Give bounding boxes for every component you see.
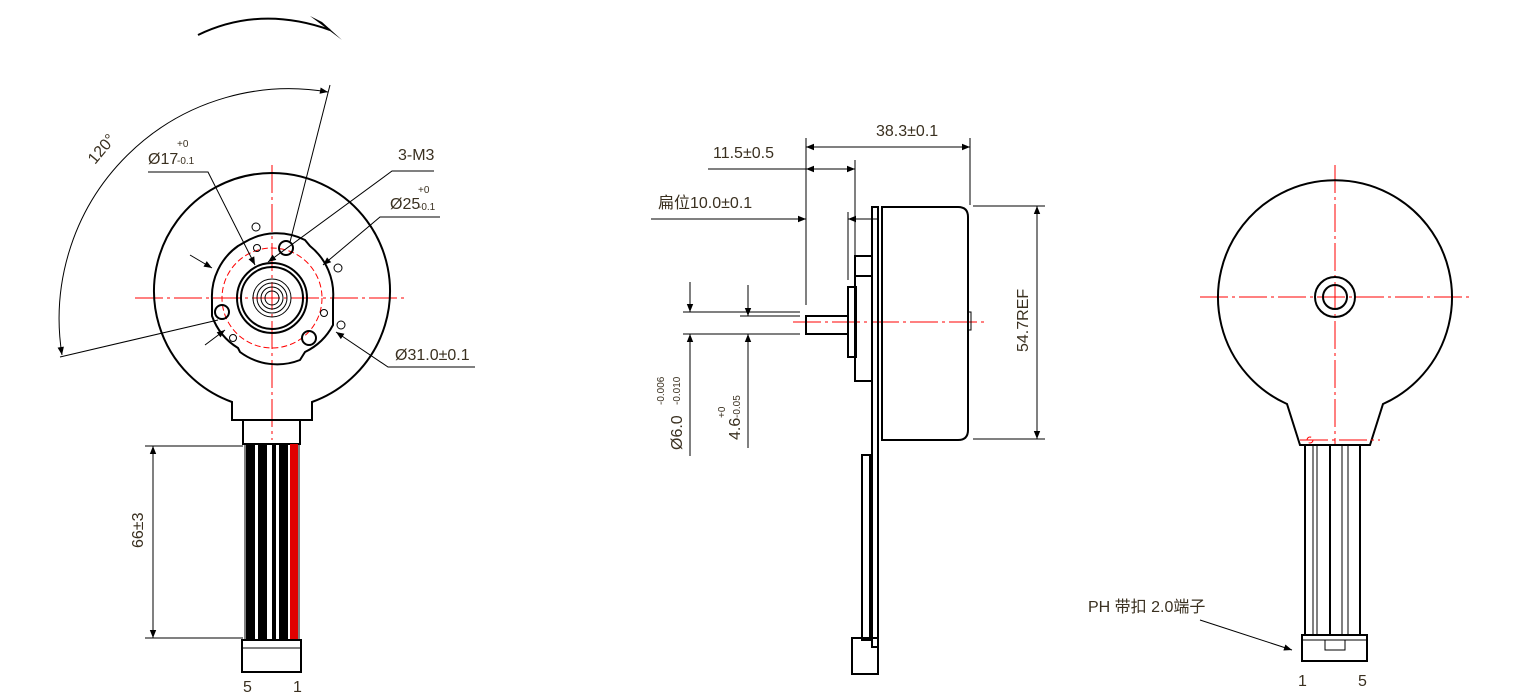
shaft (805, 315, 849, 335)
holes-label: 3-M3 (398, 147, 435, 164)
side-view: 38.3±0.1 11.5±0.5 扁位10.0±0.1 Ø6.0 -0.006… (651, 123, 1045, 675)
d17-label: Ø17 (148, 151, 178, 168)
flange (210, 232, 335, 366)
flat-dim-lower-tol: -0.05 (732, 395, 743, 418)
connector-label: PH 带扣 2.0端子 (1088, 598, 1205, 616)
back-outline (1217, 179, 1453, 446)
pin-label-1: 1 (293, 679, 302, 696)
shaft-dia-lower-tol: -0.010 (672, 376, 683, 405)
rotation-arrowhead-icon (310, 16, 342, 40)
back-pin-label-1: 1 (1298, 673, 1307, 690)
d17-upper-tol: +0 (177, 139, 189, 150)
motor-body (881, 206, 969, 441)
d25-label: Ø25 (390, 196, 420, 213)
d17-lower-tol: -0.1 (177, 156, 195, 167)
connector (242, 419, 301, 445)
front-view: 120° Ø17 +0 -0.1 3-M3 Ø25 +0 -0.1 Ø31.0±… (57, 16, 475, 696)
shaft-length-label: 11.5±0.5 (713, 145, 774, 162)
d25-upper-tol: +0 (418, 185, 430, 196)
terminal-connector (241, 639, 302, 673)
back-connector (1301, 634, 1368, 662)
flat-dim-upper-tol: +0 (717, 406, 728, 418)
back-lead-wires (1304, 445, 1361, 635)
pin-label-5: 5 (243, 679, 252, 696)
d25-lower-tol: -0.1 (418, 202, 436, 213)
back-view: PH 带扣 2.0端子 1 5 (1088, 165, 1470, 690)
flat-label: 扁位10.0±0.1 (658, 194, 752, 212)
shaft-dia-upper-tol: -0.006 (656, 376, 667, 405)
shaft-dia-label: Ø6.0 (669, 415, 686, 450)
flat-dim-label: 4.6 (727, 418, 744, 440)
length-label: 38.3±0.1 (876, 123, 938, 140)
angle-label: 120° (85, 131, 119, 167)
back-pin-label-5: 5 (1358, 673, 1367, 690)
lead-wires (244, 444, 300, 640)
d31-label: Ø31.0±0.1 (395, 347, 470, 364)
lead-length-label: 66±3 (130, 512, 147, 548)
rotation-arrow (197, 17, 331, 36)
side-connector (851, 637, 879, 675)
height-label: 54.7REF (1015, 289, 1032, 352)
